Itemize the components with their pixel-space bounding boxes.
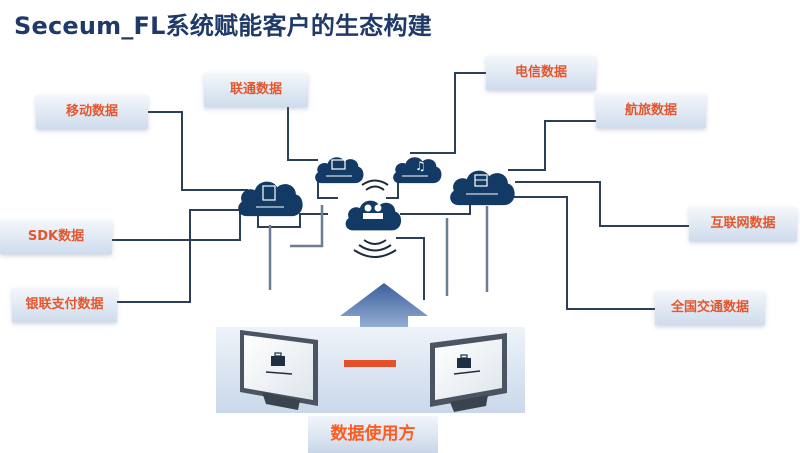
cloud-mobile [238, 181, 303, 217]
source-mobile-data: 移动数据 [36, 95, 148, 129]
cloud-telecom: ♫ [393, 157, 442, 184]
page-title: Seceum_FL系统赋能客户的生态构建 [14, 12, 432, 40]
line-internet [515, 181, 689, 227]
data-user-label: 数据使用方 [308, 416, 438, 453]
line-airline [508, 120, 596, 171]
line-unicom-center [317, 180, 338, 199]
line-mobile [148, 111, 248, 191]
line-center-down [396, 237, 425, 300]
monitor-icon [331, 159, 346, 170]
line-telecom [410, 72, 486, 154]
source-transport-data: 全国交通数据 [655, 291, 765, 325]
line-unionpay [117, 209, 250, 303]
tablet-icon [262, 185, 276, 201]
briefcase-icon [271, 356, 285, 366]
monitor-left [240, 330, 318, 410]
connector-bar [344, 360, 396, 367]
cloud-unicom [315, 157, 364, 184]
line-sdk [112, 205, 241, 241]
source-airline-data: 航旅数据 [596, 94, 706, 128]
cloud-center [345, 200, 402, 231]
monitor-right [430, 333, 507, 412]
cloud-airline [450, 170, 515, 206]
briefcase-icon [457, 358, 471, 368]
line-telecom-center [386, 176, 399, 199]
source-unicom-data: 联通数据 [204, 73, 308, 107]
stem-lines [268, 205, 489, 296]
source-telecom-data: 电信数据 [486, 56, 596, 90]
music-note-icon: ♫ [415, 159, 426, 173]
source-internet-data: 互联网数据 [689, 207, 797, 241]
source-sdk-data: SDK数据 [0, 220, 112, 254]
upload-arrow [340, 283, 428, 338]
user-group-icon [364, 204, 372, 212]
signal-arcs [353, 179, 397, 258]
line-mobile-center [257, 213, 328, 228]
source-unionpay-data: 银联支付数据 [12, 288, 117, 322]
line-transport [505, 196, 655, 310]
